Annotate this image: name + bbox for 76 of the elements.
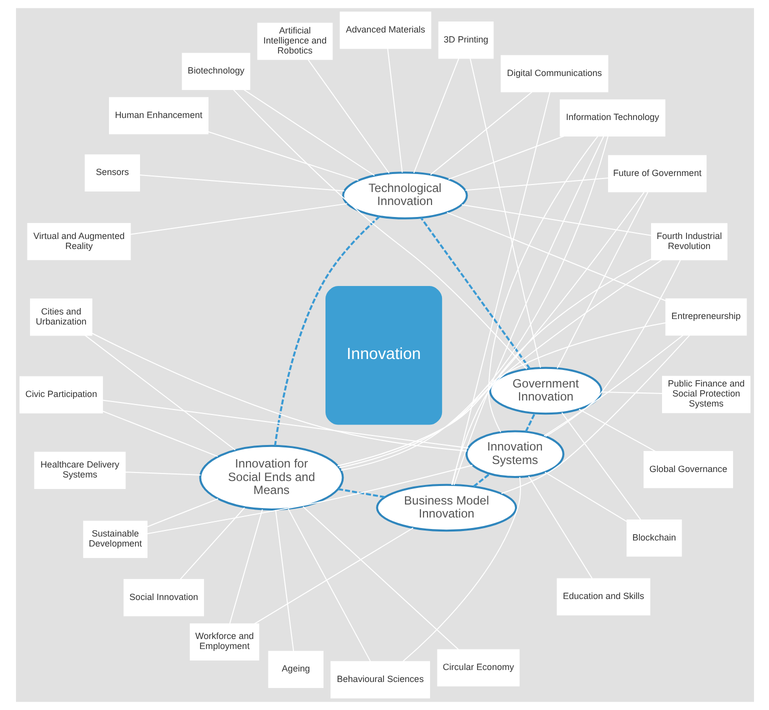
connector [338, 488, 384, 498]
connector [469, 58, 540, 368]
connector [130, 203, 347, 235]
connector [544, 260, 680, 437]
connector [274, 216, 380, 446]
connector [146, 498, 218, 528]
connector [386, 48, 402, 173]
connector [412, 58, 459, 174]
connector [500, 334, 690, 494]
connector [146, 464, 472, 534]
connector [451, 92, 550, 486]
node-box: Future of Government [608, 155, 706, 192]
connector [560, 412, 641, 520]
node-box: Artificial Intelligence and Robotics [256, 22, 332, 60]
connector [179, 507, 244, 580]
node-ellipse: Government Innovation [488, 366, 602, 415]
connector [461, 204, 652, 236]
node-box: Cities and Urbanization [30, 298, 92, 336]
connector [543, 334, 683, 436]
node-box: Circular Economy [436, 649, 520, 686]
connector [243, 89, 374, 176]
node-box: Entrepreneurship [664, 298, 746, 336]
node-ellipse: Business Model Innovation [376, 484, 517, 532]
connector [208, 131, 358, 181]
node-box: Social Innovation [123, 579, 204, 616]
connector [420, 217, 530, 370]
connector [524, 412, 536, 432]
connector [446, 212, 666, 302]
connector [472, 472, 490, 488]
node-ellipse: Innovation for Social Ends and Means [198, 444, 344, 510]
connector [139, 174, 344, 192]
connector [338, 192, 644, 468]
connector [430, 92, 532, 176]
node-box: Civic Participation [19, 376, 102, 414]
connector [228, 509, 262, 624]
connector [544, 472, 627, 522]
node-box: Behavioural Sciences [330, 661, 430, 698]
node-box: Digital Communications [500, 55, 608, 92]
node-box: Sensors [84, 154, 140, 192]
connector [556, 192, 648, 369]
connector [488, 136, 598, 432]
node-box: Biotechnology [181, 52, 250, 90]
node-box: Healthcare Delivery Systems [34, 452, 126, 489]
connector [102, 410, 218, 457]
node-box: Workforce and Employment [189, 623, 259, 661]
connector [232, 90, 527, 370]
connector [91, 332, 466, 452]
node-box: Fourth Industrial Revolution [650, 223, 727, 260]
connector [336, 259, 662, 466]
node-box: Advanced Materials [339, 12, 431, 49]
node-ellipse: Innovation Systems [465, 430, 564, 478]
connector [302, 506, 458, 650]
node-box: Virtual and Augmented Reality [26, 222, 130, 260]
node-box: Innovation [325, 286, 442, 425]
node-box: Human Enhancement [108, 97, 208, 134]
connector [578, 408, 655, 452]
connector [84, 334, 236, 450]
connector [464, 177, 608, 191]
node-box: Sustainable Development [82, 520, 147, 558]
node-box: Education and Skills [556, 578, 650, 616]
node-box: Information Technology [559, 99, 665, 137]
node-box: Ageing [268, 650, 323, 688]
connector [287, 508, 370, 662]
connector [254, 528, 413, 624]
connector [448, 136, 564, 180]
node-ellipse: Technological Innovation [342, 172, 468, 220]
node-box: 3D Printing [438, 22, 494, 59]
connector [307, 59, 390, 174]
connector [528, 476, 592, 579]
connector [402, 476, 520, 662]
connector [274, 510, 294, 652]
node-box: Global Governance [643, 450, 733, 488]
node-box: Blockchain [626, 519, 682, 557]
connector [102, 400, 468, 449]
node-box: Public Finance and Social Protection Systems [662, 376, 750, 414]
connector [450, 258, 652, 485]
